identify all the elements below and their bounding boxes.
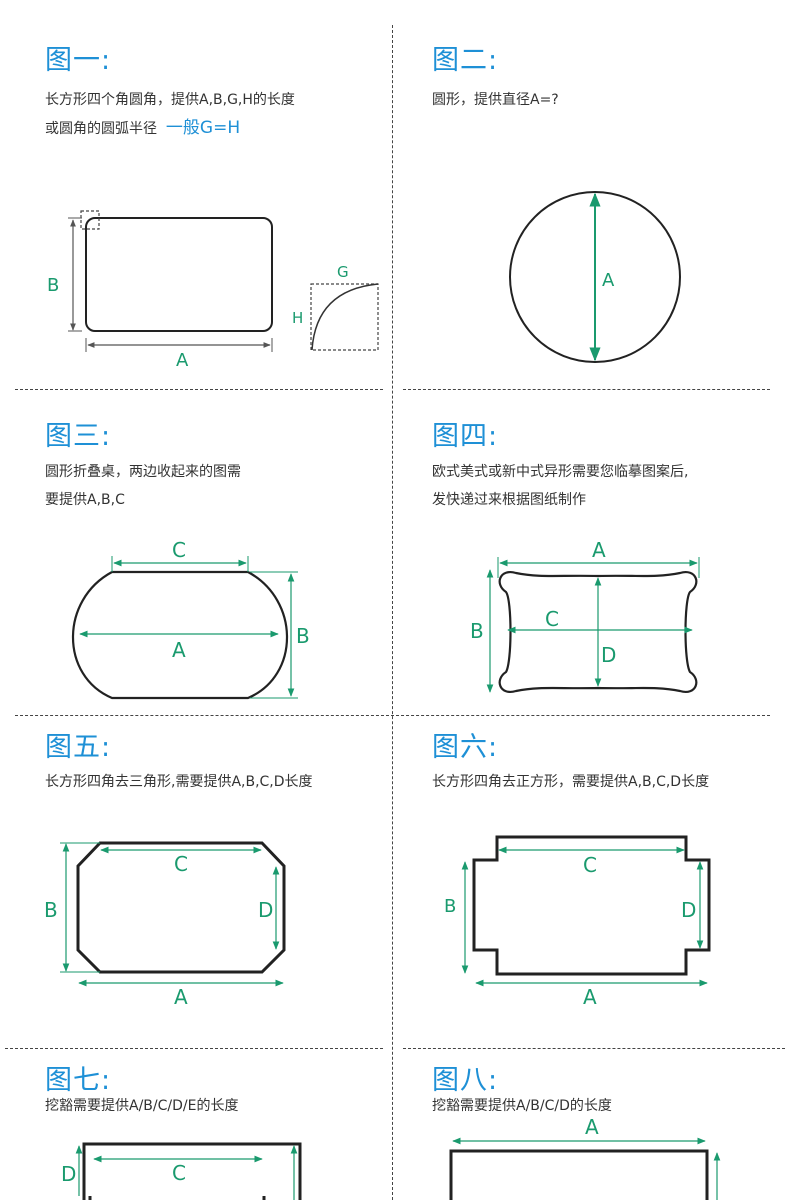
dimension-label-g: G (337, 263, 349, 281)
figure-description: 长方形四个角圆角，提供A,B,G,H的长度 或圆角的圆弧半径 一般G=H (45, 86, 295, 143)
figure-title: 图八: (432, 1065, 499, 1096)
dimension-label-c: C (172, 538, 186, 562)
figure-description: 圆形折叠桌，两边收起来的图需 要提供A,B,C (45, 458, 241, 514)
horizontal-divider (5, 1048, 383, 1049)
dimension-label-d: D (601, 643, 616, 667)
dimension-label-a: A (585, 1115, 599, 1139)
horizontal-divider (15, 389, 383, 390)
description-line: 挖豁需要提供A/B/C/D/E的长度 (45, 1098, 239, 1114)
chamfered-rectangle-outline (76, 841, 286, 974)
dimension-label-d: D (681, 898, 696, 922)
dimension-label-d: D (61, 1162, 76, 1186)
dimension-label-a: A (174, 985, 188, 1009)
dimension-label-a: A (172, 638, 186, 662)
dimension-label-a: A (602, 270, 615, 291)
figure-title: 图六: (432, 732, 499, 763)
vertical-divider (392, 25, 393, 1200)
figure-title: 图三: (45, 421, 112, 452)
description-line: 要提供A,B,C (45, 492, 125, 508)
dimension-label-a: A (176, 350, 189, 371)
highlight-note: 一般G=H (165, 118, 241, 138)
corner-highlight-box (80, 210, 100, 230)
description-line: 或圆角的圆弧半径 一般G=H (45, 118, 241, 138)
corner-arc (311, 283, 379, 351)
figure-title: 图七: (45, 1065, 112, 1096)
description-line: 圆形，提供直径A=? (432, 92, 559, 108)
folding-table-outline (71, 570, 289, 700)
dimension-label-b: B (47, 275, 59, 296)
notched-rectangle-outline (472, 835, 711, 976)
description-line: 发快递过来根据图纸制作 (432, 492, 586, 508)
dimension-label-d: D (258, 898, 273, 922)
rounded-rectangle-outline (85, 217, 273, 332)
figure-title: 图一: (45, 45, 112, 76)
figure-description: 挖豁需要提供A/B/C/D的长度 (432, 1092, 612, 1120)
dimension-label-c: C (583, 853, 597, 877)
figure-title: 图五: (45, 732, 112, 763)
dimension-label-a: A (583, 985, 597, 1009)
horizontal-divider (15, 715, 770, 716)
figure-description: 圆形，提供直径A=? (432, 86, 559, 114)
dimension-label-c: C (172, 1161, 186, 1185)
circle-outline (509, 191, 681, 363)
dimension-label-b: B (444, 896, 456, 917)
dimension-label-b: B (44, 898, 58, 922)
dimension-label-a: A (592, 538, 606, 562)
description-line: 长方形四个角圆角，提供A,B,G,H的长度 (45, 92, 295, 108)
notched-shape-outline (82, 1142, 302, 1200)
horizontal-divider (403, 1048, 785, 1049)
figure-description: 长方形四角去三角形,需要提供A,B,C,D长度 (45, 768, 313, 796)
figure-title: 图四: (432, 421, 499, 452)
description-line: 挖豁需要提供A/B/C/D的长度 (432, 1098, 612, 1114)
figure-description: 长方形四角去正方形，需要提供A,B,C,D长度 (432, 768, 709, 796)
figure-description: 欧式美式或新中式异形需要您临摹图案后, 发快递过来根据图纸制作 (432, 458, 688, 514)
figure-description: 挖豁需要提供A/B/C/D/E的长度 (45, 1092, 238, 1120)
dimension-label-b: B (296, 624, 310, 648)
description-line: 长方形四角去正方形，需要提供A,B,C,D长度 (432, 774, 710, 790)
description-line: 长方形四角去三角形,需要提供A,B,C,D长度 (45, 774, 313, 790)
corner-detail-box (310, 283, 379, 351)
description-line: 圆形折叠桌，两边收起来的图需 (45, 464, 241, 480)
dimension-label-c: C (174, 852, 188, 876)
dimension-label-b: B (470, 619, 484, 643)
figure-title: 图二: (432, 45, 499, 76)
dimension-label-c: C (545, 607, 559, 631)
decorative-shape-outline (498, 570, 698, 694)
notched-shape-outline (449, 1149, 709, 1200)
dimension-label-h: H (292, 309, 303, 327)
horizontal-divider (403, 389, 770, 390)
description-line: 欧式美式或新中式异形需要您临摹图案后, (432, 464, 689, 480)
